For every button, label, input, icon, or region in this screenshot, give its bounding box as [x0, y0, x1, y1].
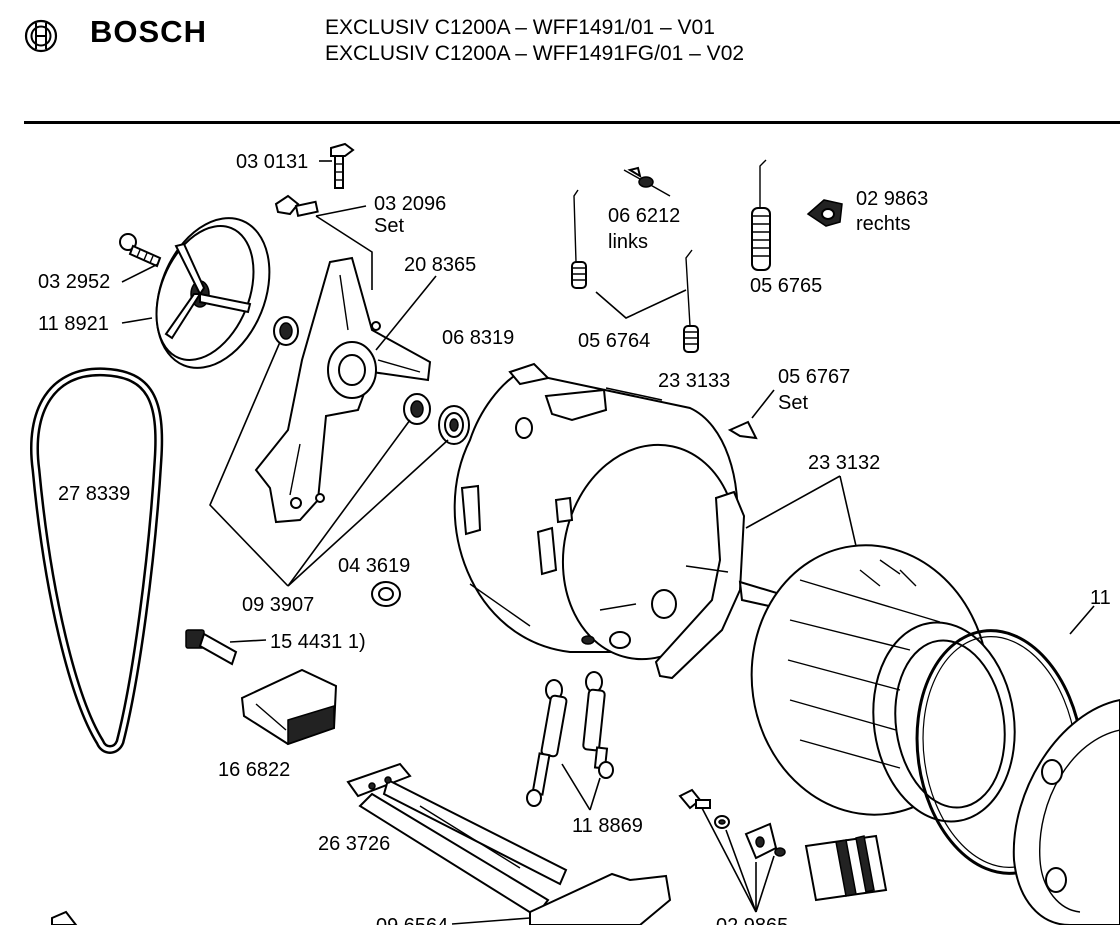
tub-rear-cover-drawing	[1012, 698, 1120, 925]
part-label-05-6767: 05 6767	[778, 366, 850, 388]
part-label-11-gasket: 11	[1090, 587, 1111, 609]
clip-05-6767-drawing	[727, 420, 758, 440]
header-divider	[24, 121, 1120, 124]
part-label-26-3726: 26 3726	[318, 833, 390, 855]
part-label-06-6212: 06 6212	[608, 205, 680, 227]
part-label-02-9865: 02 9865	[716, 915, 788, 925]
heater-26-3726-drawing	[346, 762, 568, 918]
bolt-03-2952-drawing	[119, 233, 162, 268]
part-label-20-8365: 20 8365	[404, 254, 476, 276]
part-label-09-6564: 09 6564	[376, 915, 448, 925]
seal-06-8319-drawing	[438, 405, 470, 445]
part-label-11-8921: 11 8921	[38, 313, 109, 335]
cover-09-6564-drawing	[529, 872, 672, 925]
spring-right-drawing	[683, 249, 699, 353]
sensor-15-4431-drawing	[185, 629, 238, 666]
clip-02-9863-drawing	[806, 199, 843, 227]
shock-absorber-left-drawing	[526, 679, 568, 807]
spring-left-drawing	[571, 189, 587, 289]
spring-05-6765-drawing	[751, 159, 771, 271]
brand-name: BOSCH	[90, 14, 207, 49]
part-label-15-4431: 15 4431 1)	[270, 631, 366, 653]
part-label-03-2952: 03 2952	[38, 271, 110, 293]
part-label-04-3619: 04 3619	[338, 555, 410, 577]
tub-23-3133-drawing	[453, 362, 739, 661]
page-header: BOSCH EXCLUSIV C1200A – WFF1491/01 – V01…	[0, 0, 1120, 124]
part-label-23-3132: 23 3132	[808, 452, 880, 474]
part-fragment-bottom-left-drawing	[51, 910, 78, 925]
bearing-right-drawing	[403, 393, 431, 425]
screw-03-2096-drawing	[274, 194, 319, 217]
sealant-tube-drawing	[804, 834, 888, 902]
grommet-04-3619-drawing	[371, 581, 401, 607]
part-label-06-8319: 06 8319	[442, 327, 514, 349]
spider-flange-20-8365-drawing	[254, 256, 432, 524]
part-label-03-0131: 03 0131	[236, 151, 308, 173]
part-note-06-6212: links	[608, 231, 648, 253]
model-line-1: EXCLUSIV C1200A – WFF1491/01 – V01	[325, 16, 715, 39]
drum-23-3132-drawing	[654, 490, 1016, 823]
bearing-left-drawing	[273, 316, 299, 346]
part-label-03-2096: 03 2096	[374, 193, 446, 215]
model-line-2: EXCLUSIV C1200A – WFF1491FG/01 – V02	[325, 42, 745, 65]
pulley-11-8921-drawing	[155, 217, 271, 369]
part-label-05-6764: 05 6764	[578, 330, 650, 352]
part-note-03-2096: Set	[374, 215, 404, 237]
part-note-05-6767: Set	[778, 392, 808, 414]
bosch-armature-logo-icon	[24, 19, 58, 53]
part-note-02-9863: rechts	[856, 213, 910, 235]
drive-belt-27-8339-drawing	[30, 367, 164, 754]
bracket-06-6212-drawing	[623, 166, 671, 197]
part-label-09-3907: 09 3907	[242, 594, 314, 616]
part-label-27-8339: 27 8339	[58, 483, 130, 505]
part-label-02-9863: 02 9863	[856, 188, 928, 210]
fixing-set-02-9865-drawing	[678, 788, 786, 860]
module-16-6822-drawing	[240, 668, 338, 746]
screw-03-0131-drawing	[330, 142, 355, 189]
shock-absorber-right-drawing	[582, 671, 614, 779]
part-label-23-3133: 23 3133	[658, 370, 730, 392]
part-label-05-6765: 05 6765	[750, 275, 822, 297]
part-label-11-8869: 11 8869	[572, 815, 643, 837]
part-label-16-6822: 16 6822	[218, 759, 290, 781]
